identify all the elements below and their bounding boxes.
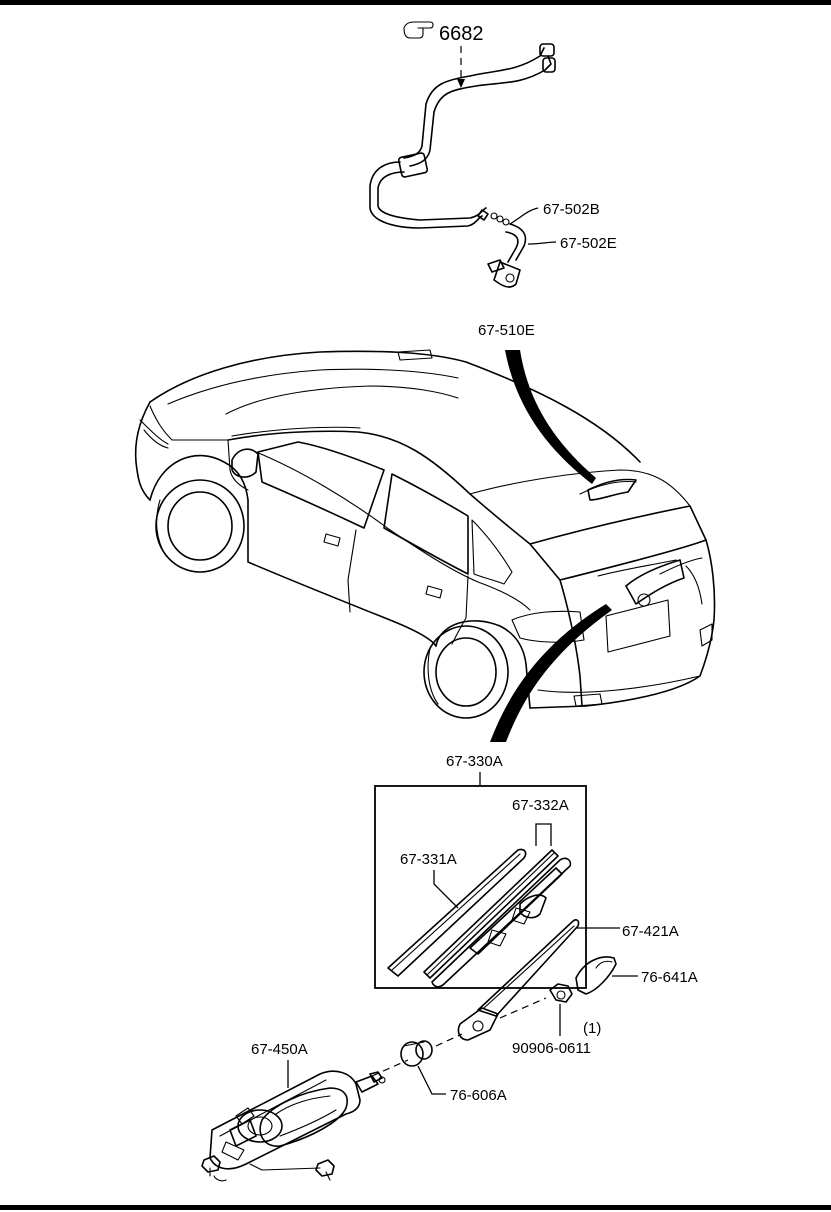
part-90906-0611-label: 90906-0611 bbox=[512, 1040, 591, 1057]
vehicle-illustration bbox=[134, 349, 716, 719]
part-67-331A-label: 67-331A bbox=[400, 851, 457, 868]
part-67-450A-label: 67-450A bbox=[251, 1041, 308, 1058]
wiper-location-pointer bbox=[490, 604, 612, 742]
part-76-641A-label: 76-641A bbox=[641, 969, 698, 986]
part-67-502E-label: 67-502E bbox=[560, 235, 617, 252]
hand-pointer-icon bbox=[403, 21, 434, 39]
wiper-arm-assembly: 67-421A 76-641A (1) 90906-0611 bbox=[457, 919, 698, 1057]
ref-6682-label: 6682 bbox=[439, 23, 484, 45]
part-67-502B-label: 67-502B bbox=[543, 201, 600, 218]
part-76-606A-label: 76-606A bbox=[450, 1087, 507, 1104]
part-67-330A-label: 67-330A bbox=[446, 753, 503, 770]
top-border bbox=[0, 0, 831, 5]
washer-hose-assembly: 6682 67-502B 67-502E 67-510E bbox=[369, 21, 617, 339]
grommet: 76-606A bbox=[400, 1040, 507, 1104]
nozzle-location-pointer bbox=[505, 350, 596, 484]
wiper-blade-kit-box bbox=[374, 785, 587, 989]
wiper-motor: 67-450A bbox=[201, 1041, 386, 1182]
qty-90906-0611-label: (1) bbox=[583, 1020, 601, 1037]
part-67-510E-label: 67-510E bbox=[478, 322, 535, 339]
part-67-421A-label: 67-421A bbox=[622, 923, 679, 940]
bottom-border bbox=[0, 1205, 831, 1210]
wiper-blade-assembly: 67-332A 67-331A bbox=[387, 797, 572, 988]
part-67-332A-label: 67-332A bbox=[512, 797, 569, 814]
